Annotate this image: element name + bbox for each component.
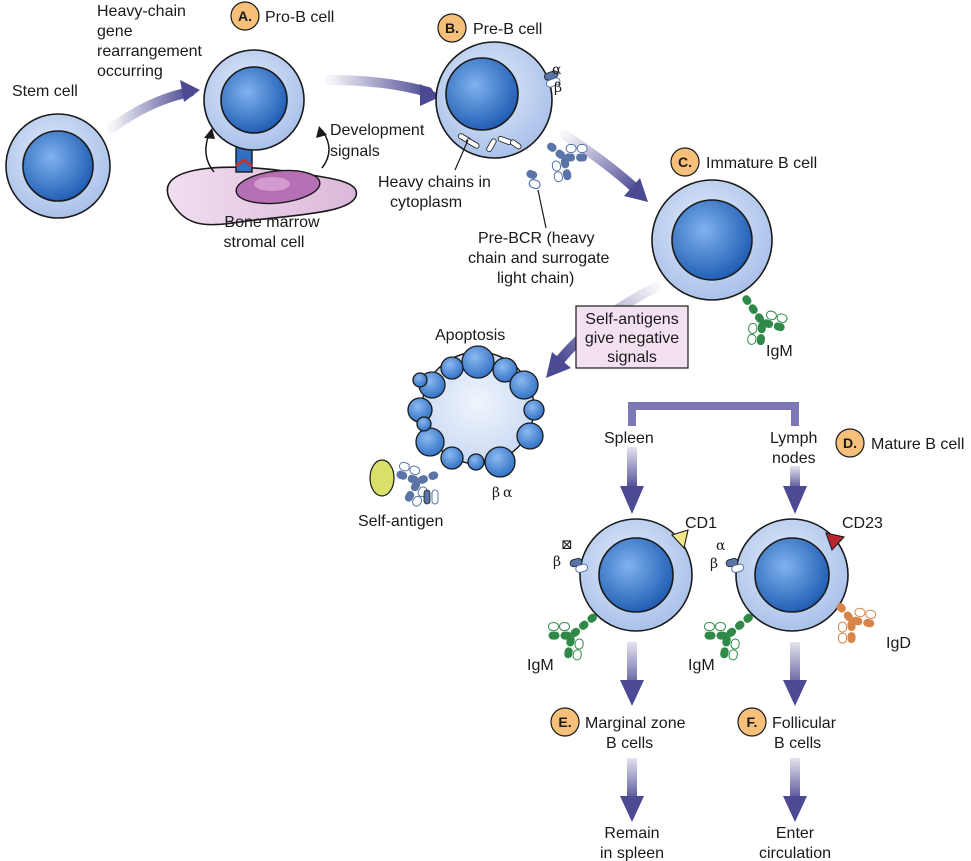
enter-line2: circulation — [759, 845, 831, 861]
cd1-label: CD1 — [685, 515, 717, 532]
badge-c: C. — [670, 147, 700, 177]
marginal-line2: B cells — [606, 735, 653, 752]
follicular-line2: B cells — [774, 735, 821, 752]
igd-label: IgD — [886, 635, 911, 652]
stem-cell — [5, 113, 111, 219]
pre-b-cell — [435, 41, 596, 191]
svg-text:F.: F. — [747, 714, 758, 730]
spleen-label: Spleen — [604, 430, 654, 447]
igm-follicular-label: IgM — [688, 657, 715, 674]
apoptotic-blebs — [407, 345, 545, 478]
marginal-line1: Marginal zone — [585, 715, 686, 732]
cd1-marker — [671, 529, 689, 550]
svg-text:B.: B. — [445, 20, 459, 36]
self-antigens-box: Self-antigens give negative signals — [575, 305, 689, 369]
pre-bcr-line3: light chain) — [497, 270, 574, 287]
alpha-marginal: ⊠ — [561, 537, 573, 553]
beta-apop: β — [492, 485, 500, 501]
svg-text:C.: C. — [678, 154, 692, 170]
arrow-marginal-down — [620, 642, 644, 706]
alpha-apop: α — [503, 485, 513, 501]
apoptosis-label: Apoptosis — [435, 327, 505, 344]
beta-marginal: β — [553, 554, 561, 570]
immature-label: Immature B cell — [706, 155, 817, 172]
heavy-chain-line2: gene — [97, 23, 133, 40]
pre-bcr-line2: chain and surrogate — [468, 250, 610, 267]
igm-immature-label: IgM — [766, 343, 793, 360]
stem-cell-label: Stem cell — [12, 83, 78, 100]
apoptosis-alpha-beta — [423, 489, 439, 505]
svg-text:A.: A. — [238, 8, 252, 24]
heavy-cyto-line2: cytoplasm — [390, 194, 462, 211]
badge-a: A. — [230, 1, 260, 31]
arrow-spleen-down — [620, 447, 644, 514]
remain-line2: in spleen — [600, 845, 664, 861]
branch-connector — [628, 310, 799, 426]
stromal-cell — [166, 166, 358, 226]
heavy-chain-line4: occurring — [97, 63, 163, 80]
development-line2: signals — [330, 143, 380, 160]
svg-text:E.: E. — [558, 714, 571, 730]
enter-line1: Enter — [776, 825, 815, 842]
cd23-label: CD23 — [842, 515, 883, 532]
marginal-alpha-beta — [569, 558, 589, 573]
arrow-lymph-down — [783, 466, 807, 514]
svg-text:D.: D. — [843, 435, 857, 451]
self-antigen-shape — [369, 459, 395, 497]
svg-text:signals: signals — [607, 349, 657, 366]
development-line1: Development — [330, 122, 425, 139]
stromal-line1: Bone marrow — [224, 214, 320, 231]
self-antigen-label: Self-antigen — [358, 513, 443, 530]
remain-line1: Remain — [604, 825, 659, 842]
badge-e: E. — [550, 707, 580, 737]
follicular-alpha-beta — [725, 558, 745, 573]
pre-b-alpha-beta — [543, 70, 561, 88]
alpha-follicular: α — [716, 538, 726, 554]
apoptotic-cell — [407, 345, 545, 478]
arrow-remain-down — [620, 758, 644, 822]
heavy-chain-line1: Heavy-chain — [97, 3, 186, 20]
pre-b-alpha-beta-lower — [521, 168, 545, 191]
badge-f: F. — [737, 707, 767, 737]
pre-bcr-line1: Pre-BCR (heavy — [478, 230, 594, 247]
arrow-stem-to-prob — [107, 80, 200, 133]
beta-follicular: β — [710, 556, 718, 572]
arrow-enter-down — [783, 758, 807, 822]
immature-b-cell — [651, 179, 773, 301]
badge-b: B. — [437, 13, 467, 43]
pre-b-label: Pre-B cell — [473, 21, 542, 38]
lymph-line1: Lymph — [770, 430, 817, 447]
beta-preb: β — [554, 80, 562, 96]
follicular-b-cell — [735, 518, 849, 632]
igm-marginal-label: IgM — [527, 657, 554, 674]
cytoplasmic-heavy-chains — [457, 133, 522, 153]
follicular-line1: Follicular — [772, 715, 837, 732]
lymph-line2: nodes — [772, 450, 816, 467]
alpha-preb: α — [552, 62, 562, 78]
pro-b-label: Pro-B cell — [265, 9, 334, 26]
heavy-cyto-line1: Heavy chains in — [378, 174, 491, 191]
heavy-chain-line3: rearrangement — [97, 43, 203, 60]
arrow-prob-to-preb — [325, 75, 442, 106]
cd23-marker — [825, 532, 846, 552]
arrow-follicular-down — [783, 642, 807, 706]
development-signal-arrows — [204, 126, 330, 173]
stromal-line2: stromal cell — [224, 234, 305, 251]
svg-text:Self-antigens: Self-antigens — [585, 311, 678, 328]
badge-d: D. — [835, 428, 865, 458]
marginal-zone-b-cell — [579, 518, 693, 632]
svg-text:give negative: give negative — [585, 330, 679, 347]
leader-heavy-cyto — [454, 139, 469, 171]
mature-label: Mature B cell — [871, 436, 964, 453]
pro-b-cell — [203, 49, 305, 151]
leader-pre-bcr — [537, 189, 547, 229]
arrow-preb-to-immature — [560, 130, 648, 202]
